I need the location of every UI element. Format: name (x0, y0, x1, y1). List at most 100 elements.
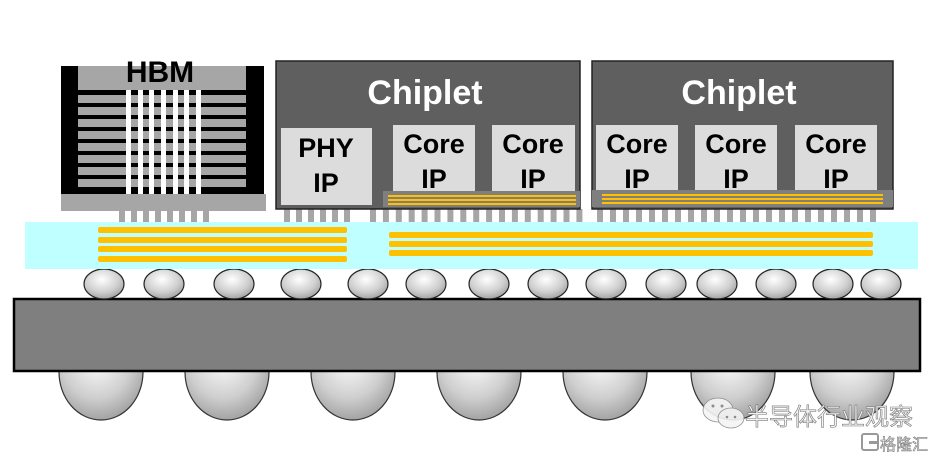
micro-bump (296, 209, 302, 222)
ip-block-label: IP (624, 164, 650, 194)
micro-bump (179, 211, 185, 222)
micro-bump (460, 209, 467, 222)
c4-bump (143, 268, 185, 300)
micro-bump (511, 209, 518, 222)
ip-block-core (596, 125, 678, 193)
ip-block-label: Core (403, 129, 465, 159)
c4-bump (860, 268, 902, 300)
c4-bump (527, 268, 569, 300)
micro-bump (714, 209, 720, 222)
micro-bump (203, 211, 209, 222)
chiplet-2-label: Chiplet (681, 74, 796, 112)
ip-block-core (695, 125, 777, 193)
hbm-tsv (173, 90, 178, 194)
ip-block-label: IP (723, 164, 749, 194)
micro-bump (395, 209, 402, 222)
micro-bump (155, 211, 161, 222)
c4-bump (213, 268, 255, 300)
micro-bump (563, 209, 570, 222)
micro-bump (805, 209, 811, 222)
micro-bump (576, 209, 583, 222)
micro-bump (636, 209, 642, 222)
micro-bump (119, 211, 125, 222)
micro-bump (766, 209, 772, 222)
micro-bump (537, 209, 544, 222)
micro-bump (486, 209, 493, 222)
micro-bump (370, 209, 376, 222)
hbm-tsv (149, 90, 154, 194)
ip-block-label: IP (313, 168, 339, 198)
micro-bump (740, 209, 746, 222)
ip-block-label: IP (823, 164, 849, 194)
micro-bump (857, 209, 863, 222)
micro-bump (727, 209, 733, 222)
watermark-site: 格隆汇 (880, 435, 928, 454)
gelonghui-logo-icon (861, 433, 879, 451)
watermark: 半导体行业观察 格隆汇 (702, 397, 928, 454)
micro-bump (649, 209, 655, 222)
micro-bump (421, 209, 428, 222)
micro-bump (870, 209, 876, 222)
micro-bump (320, 209, 326, 222)
watermark-source: 半导体行业观察 (745, 403, 913, 431)
micro-bump (131, 211, 137, 222)
ip-block-core (393, 125, 475, 191)
micro-bump (408, 209, 415, 222)
micro-bump (844, 209, 850, 222)
ip-block-label: Core (805, 129, 867, 159)
ip-block-core (492, 125, 575, 191)
micro-bump (701, 209, 707, 222)
micro-bump (792, 209, 798, 222)
micro-bump (167, 211, 173, 222)
c4-bumps (83, 268, 902, 300)
ip-block-label: Core (606, 129, 668, 159)
micro-bump (753, 209, 759, 222)
c4-bump (280, 268, 322, 300)
c4-bump (645, 268, 687, 300)
hbm-label: HBM (126, 56, 194, 89)
micro-bump (597, 209, 603, 222)
ip-block-label: IP (421, 164, 447, 194)
micro-bump (191, 211, 197, 222)
ip-block-phy (281, 128, 372, 205)
micro-bump (550, 209, 557, 222)
c4-bump (696, 268, 738, 300)
hbm-tsv (184, 90, 189, 194)
ip-block-label: Core (705, 129, 767, 159)
micro-bump (675, 209, 681, 222)
micro-bump (473, 209, 480, 222)
ip-block-label: PHY (298, 133, 354, 163)
hbm-tsv (126, 90, 131, 194)
hbm-tsv (196, 90, 201, 194)
ip-block-core (795, 125, 877, 193)
micro-bump (662, 209, 668, 222)
hbm-stack: HBM (61, 56, 266, 211)
micro-bump (524, 209, 531, 222)
wechat-icon (702, 397, 745, 429)
c4-bump (405, 268, 447, 300)
ip-block-label: Core (502, 129, 564, 159)
c4-bump (755, 268, 797, 300)
micro-bump (308, 209, 314, 222)
micro-bump (447, 209, 454, 222)
micro-bump (382, 209, 389, 222)
chiplet-1: Chiplet PHY IP Core IP Core IP (275, 60, 581, 210)
micro-bump (332, 209, 338, 222)
micro-bump (688, 209, 694, 222)
micro-bump (623, 209, 629, 222)
c4-bump (585, 268, 627, 300)
micro-bump (779, 209, 785, 222)
package-substrate (12, 297, 922, 373)
micro-bump (434, 209, 441, 222)
ip-block-label: IP (520, 164, 546, 194)
micro-bump (610, 209, 616, 222)
c4-bump (812, 268, 854, 300)
c4-bump (347, 268, 389, 300)
c4-bump (83, 268, 125, 300)
micro-bumps (119, 209, 876, 222)
hbm-tsv (138, 90, 143, 194)
micro-bump (284, 209, 290, 222)
interposer-wires-left (98, 227, 347, 262)
chiplet-2: Chiplet Core IP Core IP Core IP (591, 60, 894, 210)
